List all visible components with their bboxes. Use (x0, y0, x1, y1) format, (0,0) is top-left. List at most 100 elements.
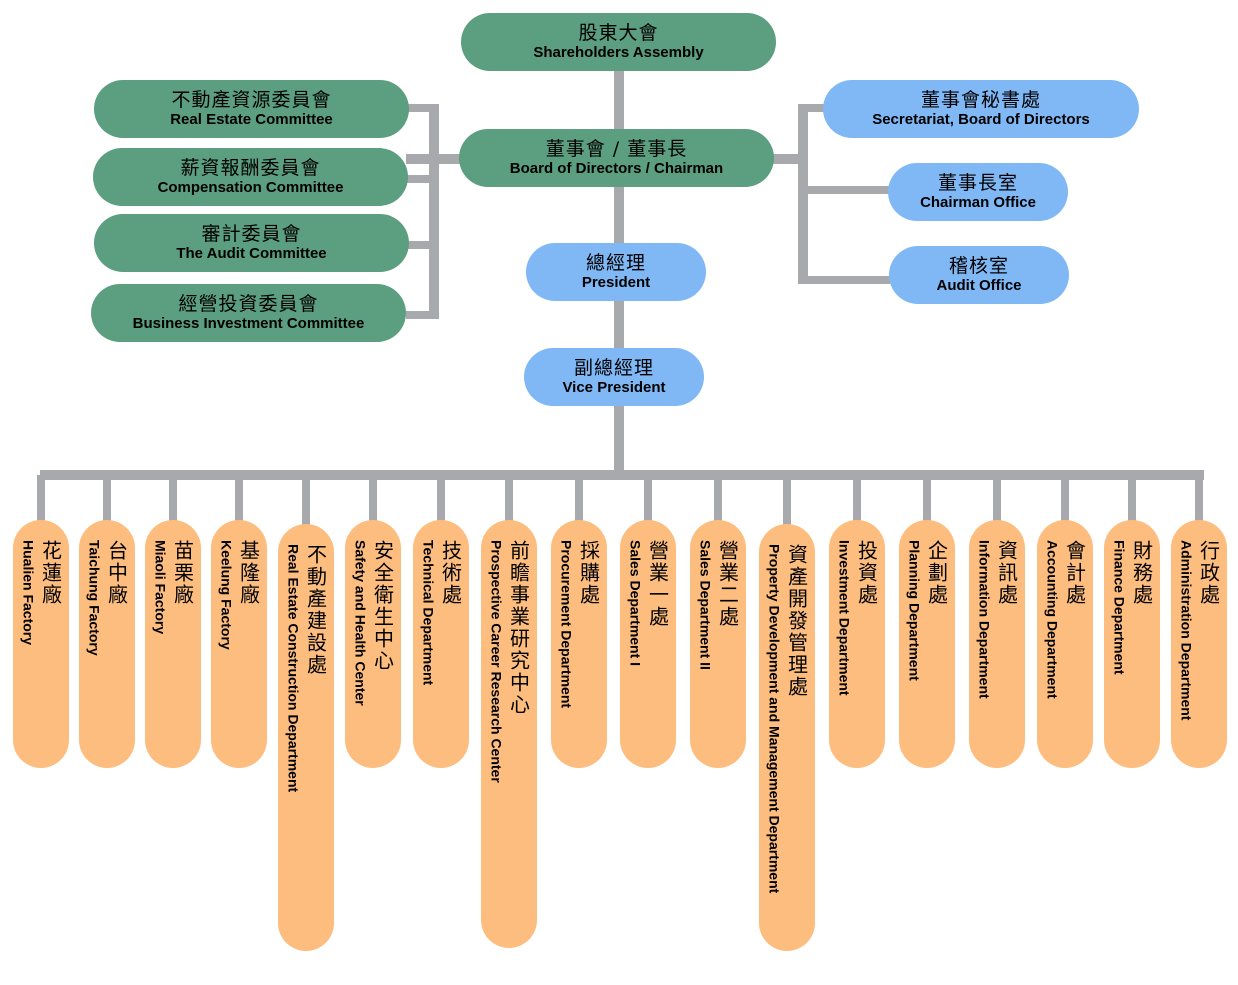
department-zh: 採購處 (576, 540, 601, 606)
department-en: Sales Department II (697, 540, 714, 670)
department-en: Procurement Department (558, 540, 575, 709)
board-of-directors-en: Board of Directors / Chairman (509, 160, 724, 177)
department-en: Prospective Career Research Center (488, 540, 505, 783)
department-zh: 前瞻事業研究中心 (506, 540, 531, 716)
connector-dept-stub (644, 475, 652, 523)
connector-dept-stub (853, 475, 861, 523)
connector-dept-stub (103, 475, 111, 523)
committee-audit: 審計委員會 The Audit Committee (94, 214, 409, 272)
department-zh: 安全衛生中心 (370, 540, 395, 672)
connector-dept-stub (169, 475, 177, 523)
committee-en: Compensation Committee (157, 179, 344, 196)
committee-zh: 經營投資委員會 (178, 293, 319, 315)
department-zh: 台中廠 (104, 540, 129, 606)
department-en: Property Development and Management Depa… (766, 544, 783, 894)
office-zh: 董事長室 (937, 172, 1018, 194)
connector-dept-stub (235, 475, 243, 523)
connector-dept-stub (437, 475, 445, 523)
department-zh: 不動產建設處 (303, 544, 328, 676)
committee-en: The Audit Committee (176, 245, 327, 262)
connector-office-3 (798, 276, 890, 284)
shareholders-assembly-en: Shareholders Assembly (533, 44, 704, 61)
department-en: Finance Department (1111, 540, 1128, 675)
connector-offices-h (772, 154, 808, 164)
department-en: Investment Department (836, 540, 853, 696)
department-zh: 營業一處 (645, 540, 670, 628)
department-zh: 投資處 (854, 540, 879, 606)
office-en: Chairman Office (920, 194, 1036, 211)
shareholders-assembly-zh: 股東大會 (578, 22, 659, 44)
shareholders-assembly-box: 股東大會 Shareholders Assembly (461, 13, 776, 71)
department-zh: 行政處 (1196, 540, 1221, 606)
department-en: Real Estate Construction Department (285, 544, 302, 793)
connector-dept-stub (1061, 475, 1069, 523)
department-zh: 資訊處 (994, 540, 1019, 606)
connector-committee-1 (406, 104, 439, 112)
connector-dept-stub (37, 475, 45, 523)
connector-dept-stub (575, 475, 583, 523)
department-en: Accounting Department (1044, 540, 1061, 699)
vice-president-box: 副總經理 Vice President (524, 348, 704, 406)
department-zh: 技術處 (438, 540, 463, 606)
connector-committees-v (429, 104, 439, 319)
committee-en: Business Investment Committee (132, 315, 365, 332)
office-en: Audit Office (936, 277, 1022, 294)
department-zh: 苗栗廠 (170, 540, 195, 606)
connector-dept-stub (714, 475, 722, 523)
connector-departments-bus (40, 470, 1204, 480)
connector-dept-stub (993, 475, 1001, 523)
department-zh: 會計處 (1062, 540, 1087, 606)
committee-real-estate: 不動產資源委員會 Real Estate Committee (94, 80, 409, 138)
committee-zh: 審計委員會 (201, 223, 302, 245)
board-of-directors-zh: 董事會 / 董事長 (545, 138, 688, 160)
department-en: Planning Department (906, 540, 923, 681)
connector-office-1 (798, 104, 828, 112)
connector-dept-stub (505, 475, 513, 523)
connector-committee-3 (406, 241, 439, 249)
committee-zh: 薪資報酬委員會 (180, 157, 321, 179)
committee-en: Real Estate Committee (170, 111, 333, 128)
vice-president-zh: 副總經理 (573, 357, 654, 379)
department-en: Technical Department (420, 540, 437, 686)
department-en: Safety and Health Center (352, 540, 369, 706)
department-en: Sales Department I (627, 540, 644, 667)
office-audit: 稽核室 Audit Office (889, 246, 1069, 304)
connector-offices-v (798, 104, 808, 284)
department-zh: 花蓮廠 (38, 540, 63, 606)
office-secretariat: 董事會秘書處 Secretariat, Board of Directors (823, 80, 1139, 138)
connector-office-2 (798, 186, 890, 194)
connector-dept-stub (783, 475, 791, 527)
president-en: President (581, 274, 651, 291)
department-en: Miaoli Factory (152, 540, 169, 635)
department-en: Hualien Factory (20, 540, 37, 646)
connector-dept-stub (302, 475, 310, 527)
connector-dept-stub (923, 475, 931, 523)
department-en: Administration Department (1178, 540, 1195, 721)
committee-zh: 不動產資源委員會 (171, 89, 332, 111)
committee-business-investment: 經營投資委員會 Business Investment Committee (91, 284, 406, 342)
department-zh: 財務處 (1129, 540, 1154, 606)
office-chairman: 董事長室 Chairman Office (888, 163, 1068, 221)
president-box: 總經理 President (526, 243, 706, 301)
office-zh: 稽核室 (948, 255, 1009, 277)
office-en: Secretariat, Board of Directors (872, 111, 1090, 128)
vice-president-en: Vice President (562, 379, 666, 396)
department-zh: 資產開發管理處 (784, 544, 809, 698)
